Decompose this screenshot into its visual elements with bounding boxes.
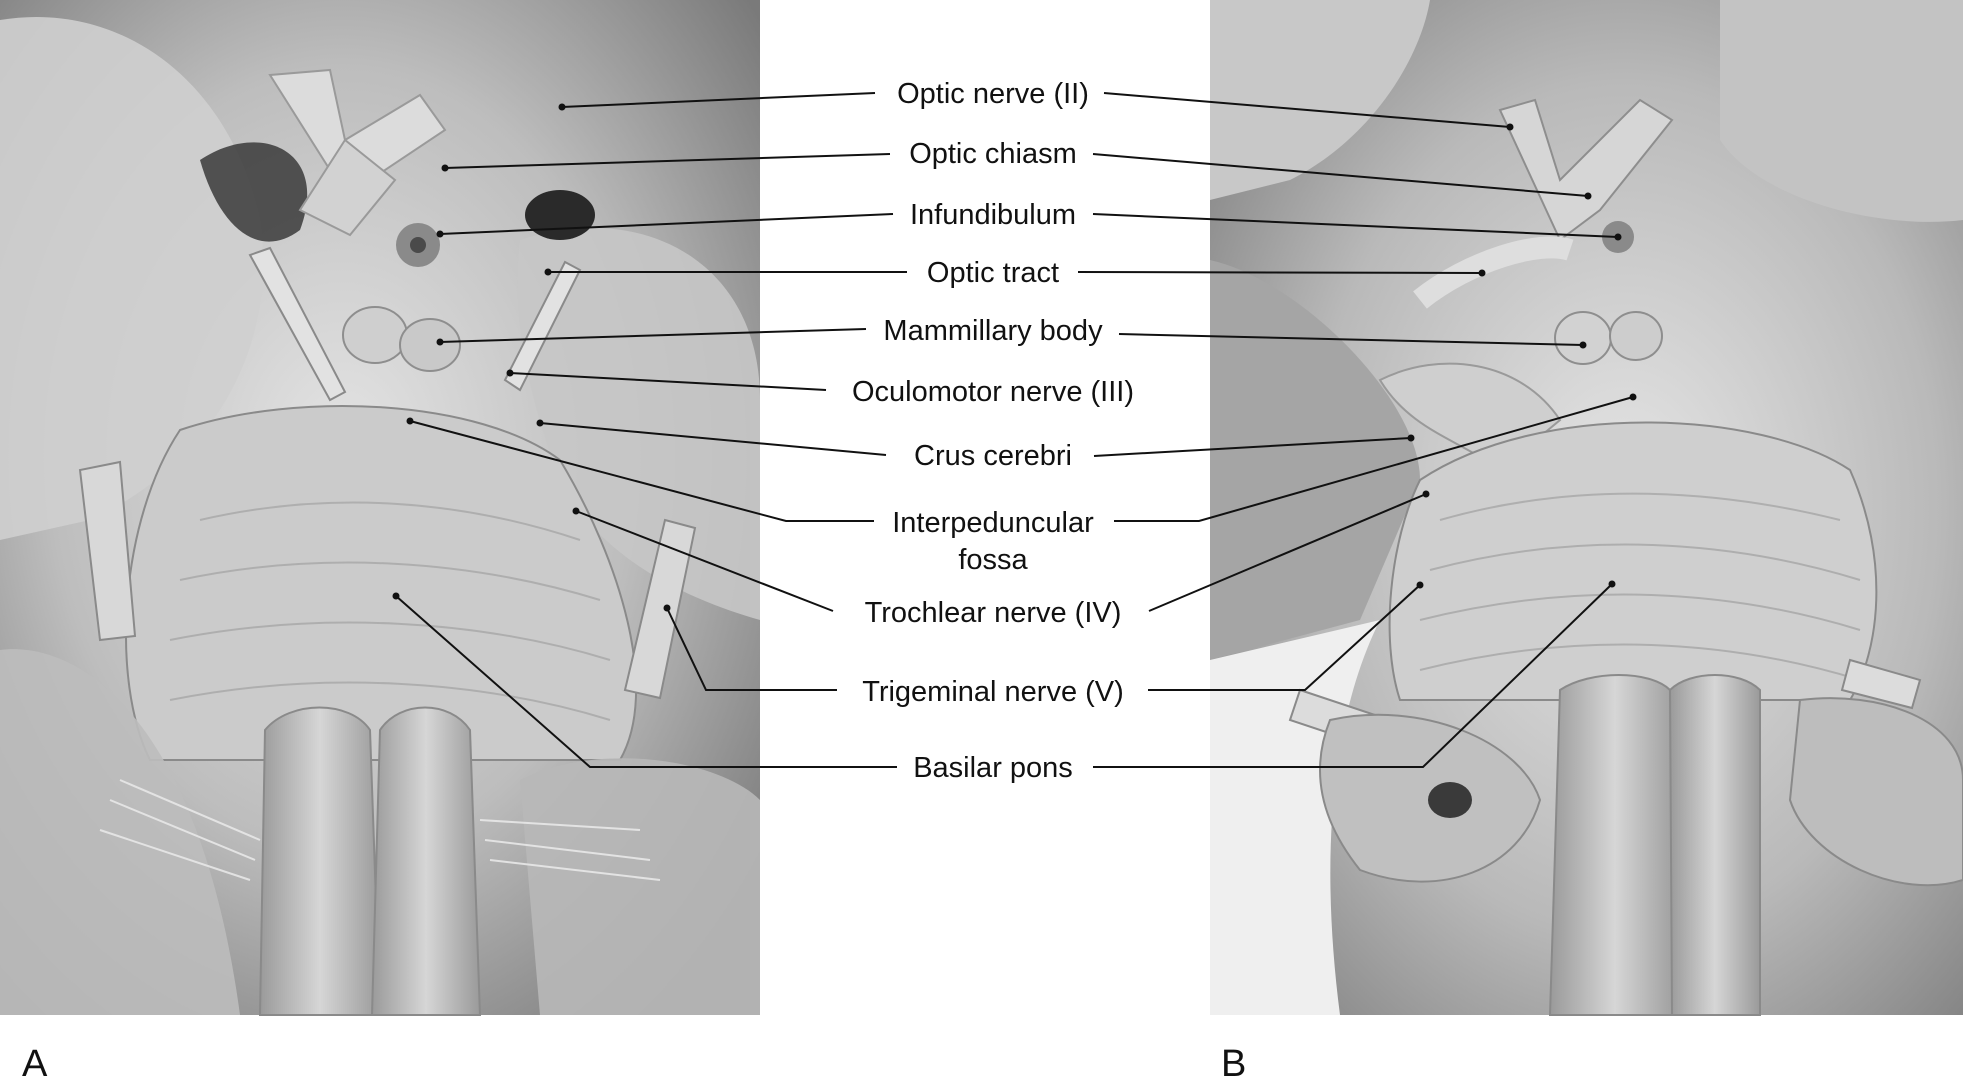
label-fossa: fossa xyxy=(958,544,1028,576)
label-infundibulum: Infundibulum xyxy=(910,199,1076,231)
panel-letter-a: A xyxy=(22,1043,48,1085)
label-crus-cerebri: Crus cerebri xyxy=(914,440,1072,472)
label-oculomotor-nerve: Oculomotor nerve (III) xyxy=(852,376,1134,408)
label-basilar-pons: Basilar pons xyxy=(913,752,1073,784)
labels: Optic nerve (II) Optic chiasm Infundibul… xyxy=(852,78,1134,784)
panel-a-photo xyxy=(0,0,760,1016)
panel-b-photo xyxy=(1210,0,1963,1016)
label-trigeminal-nerve: Trigeminal nerve (V) xyxy=(862,676,1124,708)
leader-dots xyxy=(392,103,1637,612)
label-optic-tract: Optic tract xyxy=(927,257,1059,289)
leader-lines xyxy=(395,92,1634,768)
label-mammillary-body: Mammillary body xyxy=(883,315,1103,347)
label-optic-chiasm: Optic chiasm xyxy=(909,138,1077,170)
label-optic-nerve: Optic nerve (II) xyxy=(897,78,1089,110)
label-interpeduncular: Interpeduncular xyxy=(892,507,1094,539)
label-trochlear-nerve: Trochlear nerve (IV) xyxy=(865,597,1122,629)
panel-letter-b: B xyxy=(1221,1043,1246,1085)
